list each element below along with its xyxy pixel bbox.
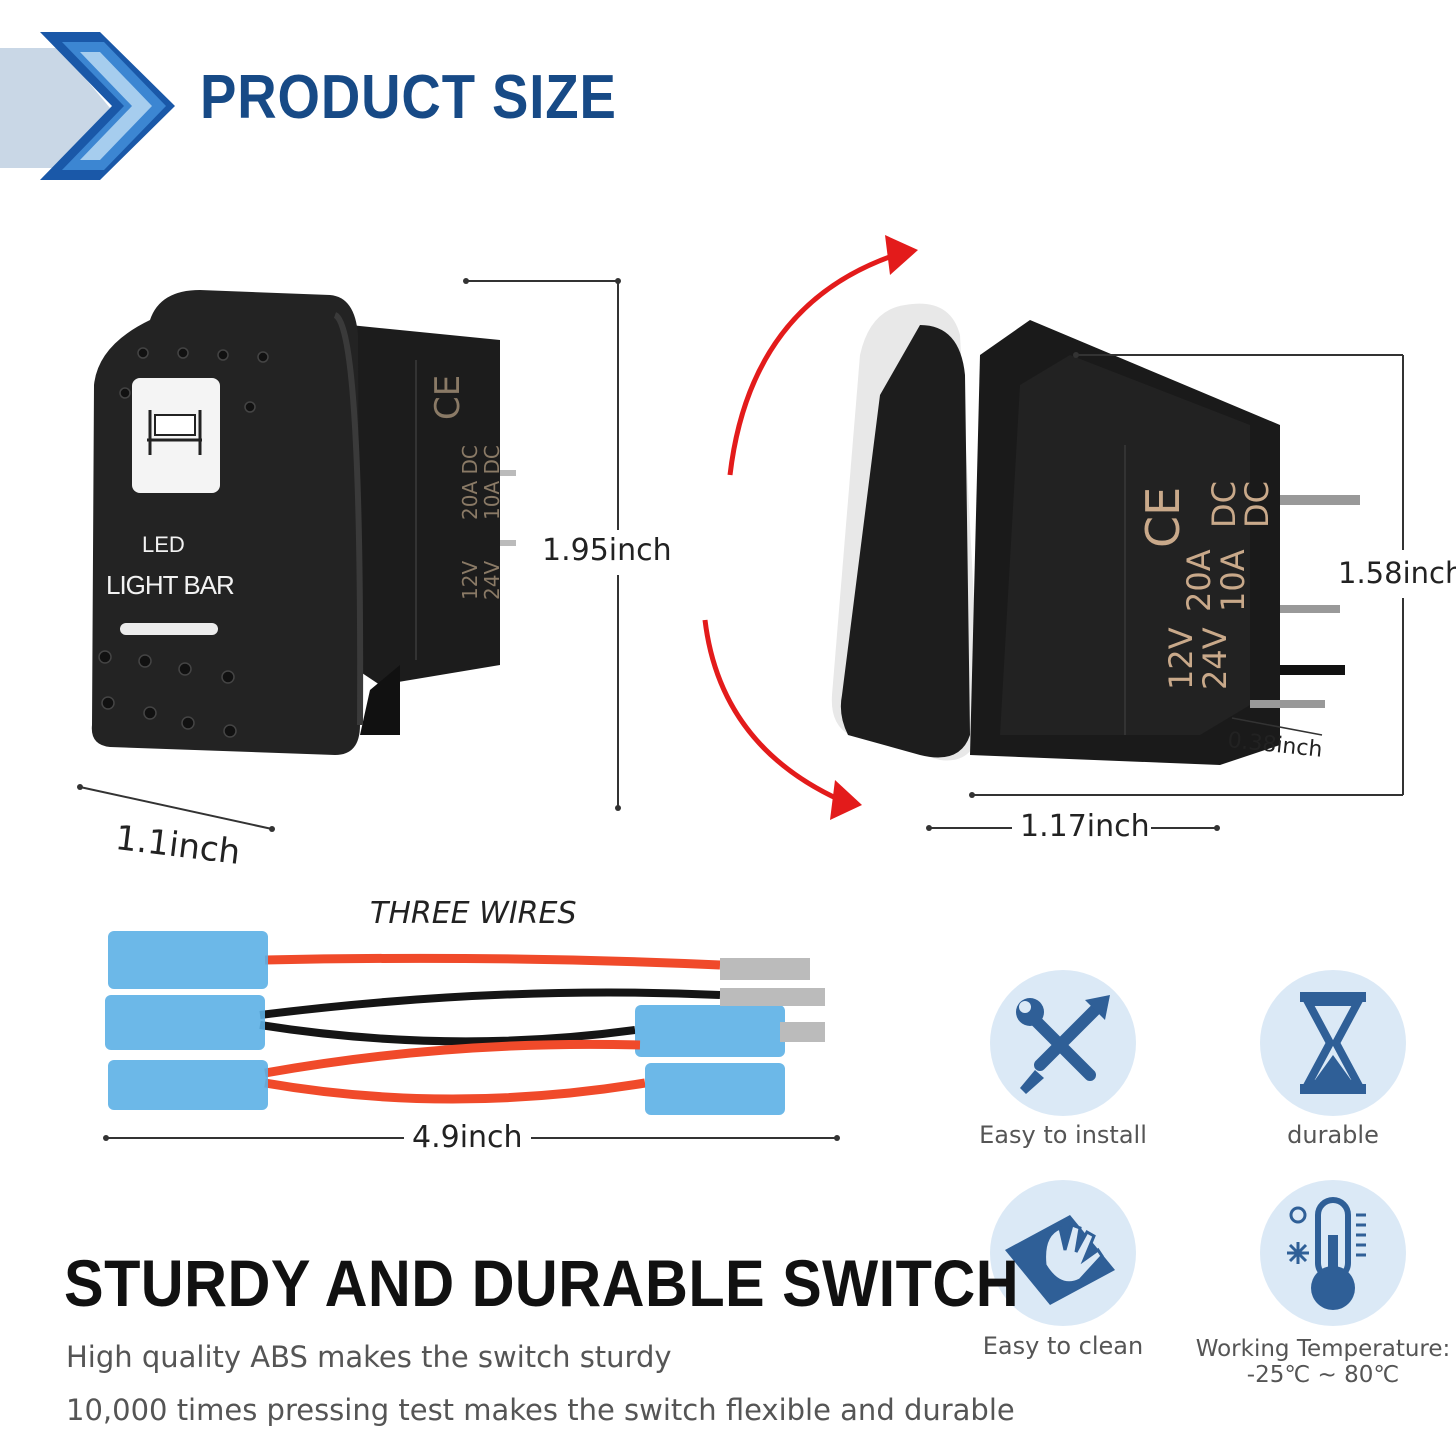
dimension-lines-front — [77, 278, 621, 832]
feature-durable-label: durable — [1287, 1121, 1379, 1149]
wire-harness-image — [105, 931, 825, 1115]
header-chevron-icon — [0, 32, 175, 180]
switch-front-label-line1: LED — [142, 532, 185, 557]
cleaning-cloth-icon — [1005, 1215, 1115, 1305]
feature-temperature-circle — [1260, 1180, 1406, 1326]
description-line-2: 10,000 times pressing test makes the swi… — [66, 1393, 1015, 1427]
hourglass-icon — [1300, 992, 1366, 1094]
feature-temperature-label: Working Temperature: — [1195, 1336, 1451, 1362]
headline: STURDY AND DURABLE SWITCH — [64, 1246, 1020, 1320]
rotation-arrow-icon — [702, 235, 918, 820]
page-title: PRODUCT SIZE — [200, 63, 617, 132]
description-line-1: High quality ABS makes the switch sturdy — [66, 1340, 672, 1374]
switch-side-image — [831, 303, 1360, 765]
wires-label: THREE WIRES — [370, 896, 577, 931]
thermometer-icon — [1287, 1197, 1366, 1310]
switch-front-label-line2: LIGHT BAR — [106, 570, 235, 600]
feature-temperature-range: -25℃ ~ 80℃ — [1246, 1362, 1400, 1388]
dimension-depth-side: 1.17inch — [1020, 809, 1150, 844]
dimension-wire-length: 4.9inch — [412, 1120, 523, 1155]
feature-install-label: Easy to install — [979, 1121, 1147, 1149]
feature-durable-circle — [1260, 970, 1406, 1116]
wrench-screwdriver-icon — [1016, 995, 1110, 1094]
switch-front-image — [91, 290, 516, 755]
feature-clean-label: Easy to clean — [982, 1332, 1144, 1360]
dimension-lines-side — [926, 352, 1404, 831]
feature-clean-circle — [990, 1180, 1136, 1326]
feature-install-circle — [990, 970, 1136, 1116]
dimension-height-side: 1.58inch — [1338, 556, 1456, 590]
dimension-line-wire — [103, 1135, 840, 1141]
dimension-height-front: 1.95inch — [542, 533, 672, 568]
